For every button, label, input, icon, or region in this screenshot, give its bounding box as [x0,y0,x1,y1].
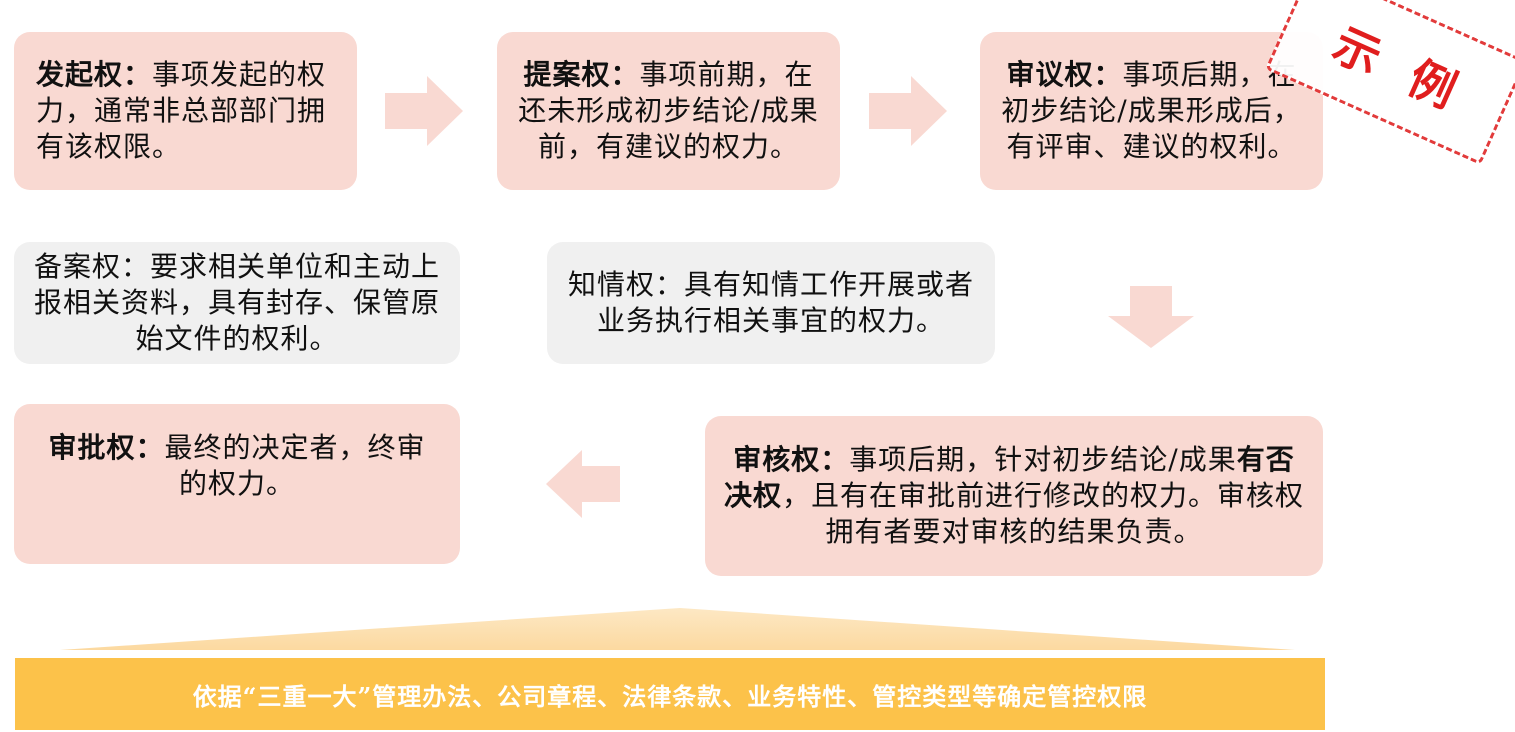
informed-text: 知情权：具有知情工作开展或者业务执行相关事宜的权力。 [567,268,974,337]
review-box: 审核权：事项后期，针对初步结论/成果有否决权，且有在审批前进行修改的权力。审核权… [705,416,1323,576]
filing-text: 备案权：要求相关单位和主动上报相关资料，具有封存、保管原始文件的权利。 [33,250,440,355]
footer-shadow [60,608,1295,650]
review-veto: 有否决权 [723,443,1295,512]
deliberate-title: 审议权： [1006,58,1123,91]
approve-title: 审批权： [48,431,165,464]
initiate-title: 发起权： [36,58,153,91]
arrow-down-icon [1108,286,1194,348]
initiate-box: 发起权：事项发起的权力，通常非总部部门拥有该权限。 [14,32,357,190]
informed-box: 知情权：具有知情工作开展或者业务执行相关事宜的权力。 [547,242,995,364]
footer-bar: 依据“三重一大”管理办法、公司章程、法律条款、业务特性、管控类型等确定管控权限 [15,658,1325,730]
initiate-body: 事项发起的权力，通常非总部部门拥有该权限。 [36,58,327,163]
footer-text: 依据“三重一大”管理办法、公司章程、法律条款、业务特性、管控类型等确定管控权限 [192,681,1148,711]
filing-box: 备案权：要求相关单位和主动上报相关资料，具有封存、保管原始文件的权利。 [14,242,460,364]
approve-body: 最终的决定者，终审的权力。 [164,431,426,500]
propose-box: 提案权：事项前期，在还未形成初步结论/成果前，有建议的权力。 [497,32,840,190]
review-body-1: 事项后期，针对初步结论/成果 [849,443,1237,476]
arrow-right-icon [869,76,947,146]
deliberate-box: 审议权：事项后期，在初步结论/成果形成后，有评审、建议的权利。 [980,32,1323,190]
review-body-2: ，且有在审批前进行修改的权力。审核权拥有者要对审核的结果负责。 [782,479,1305,548]
arrow-left-icon [546,450,620,518]
propose-body: 事项前期，在还未形成初步结论/成果前，有建议的权力。 [518,58,819,163]
arrow-right-icon [385,76,463,146]
review-title: 审核权： [733,443,850,476]
propose-title: 提案权： [523,58,640,91]
approve-box: 审批权：最终的决定者，终审的权力。 [14,404,460,564]
